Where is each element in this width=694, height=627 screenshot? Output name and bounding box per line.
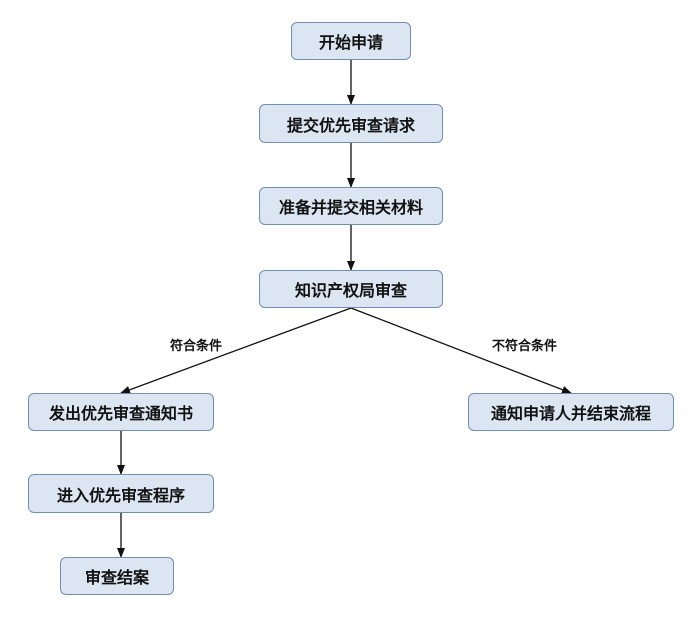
node-prepare-materials: 准备并提交相关材料: [259, 187, 443, 225]
edge-label-qualified: 符合条件: [170, 339, 223, 354]
edge-label-not-qualified: 不符合条件: [492, 339, 558, 354]
node-submit-request: 提交优先审查请求: [259, 104, 443, 143]
node-issue-notice: 发出优先审查通知书: [28, 393, 214, 431]
node-case-closed: 审查结案: [60, 557, 174, 595]
arrow-review-to-notice: [120, 307, 352, 394]
node-ip-office-review: 知识产权局审查: [259, 270, 443, 308]
arrow-review-to-reject: [350, 307, 572, 394]
node-enter-priority-procedure: 进入优先审查程序: [28, 474, 214, 513]
node-notify-and-end: 通知申请人并结束流程: [468, 393, 674, 431]
node-start: 开始申请: [291, 22, 411, 60]
